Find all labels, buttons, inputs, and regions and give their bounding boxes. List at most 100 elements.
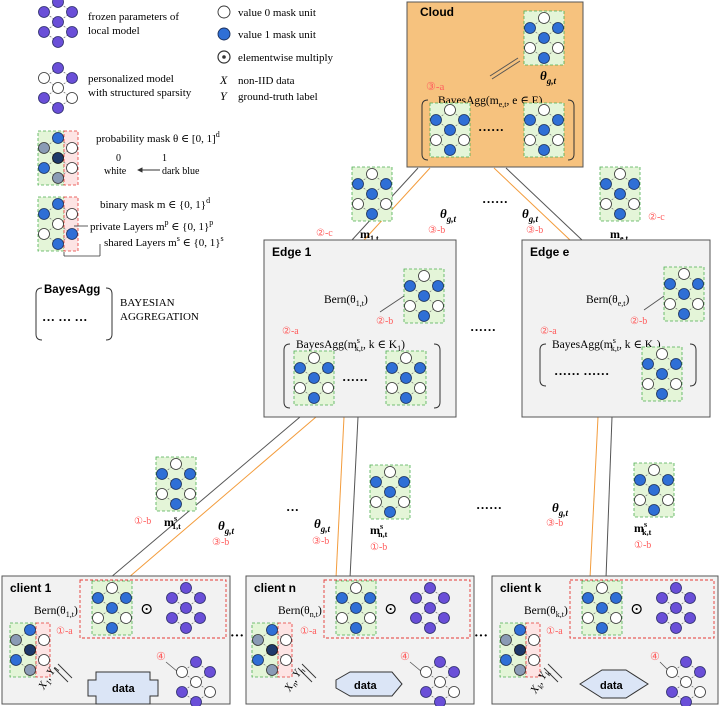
theta-right: θg,t [522, 206, 539, 224]
client-1-odot: ⊙ [140, 601, 153, 618]
step-2c-right: ②-c [648, 212, 665, 223]
legend-frozen-line1: frozen parameters of [88, 11, 179, 23]
legend-elementwise: elementwise multiply [238, 52, 334, 64]
value1-unit-icon [217, 27, 231, 41]
client-k-xy: Xk, Yk [528, 667, 554, 697]
step-2c-left: ②-c [316, 228, 333, 239]
client-1-title: client 1 [10, 581, 52, 595]
legend-value1: value 1 mask unit [238, 29, 316, 41]
edge-1-bern: Bern(θ1,t) [324, 294, 368, 308]
step-1b-clientn: ①-b [370, 542, 387, 553]
client-k-data-shape [579, 669, 649, 699]
theta-clientn: θg,t [314, 516, 331, 534]
edge-e-dots: ······ ······ [554, 366, 609, 381]
legend: frozen parameters of local model persona… [35, 0, 334, 341]
client-n-xy: Xn, Yn [282, 665, 308, 696]
cloud-title: Cloud [420, 5, 454, 19]
client-n-node: client n ⊙ Bern(θn,t) ①-a Xn, Yn data ④ [245, 575, 475, 706]
scale-1: 1 [162, 153, 167, 164]
client-k-data: data [600, 680, 624, 692]
frozen-model-icon [38, 0, 78, 48]
edge-1-step-2b: ②-b [376, 316, 393, 327]
edge-e-step-2a: ②-a [540, 326, 557, 337]
edge-e-step-2b: ②-b [630, 316, 647, 327]
client-1-step-4: ④ [156, 651, 166, 663]
clients-dots-1: ··· [286, 502, 299, 517]
probability-mask-icon [37, 130, 79, 186]
legend-binary-mask: binary mask m ∈ {0, 1}d [100, 196, 210, 211]
client-k-title: client k [500, 581, 542, 595]
theta-left: θg,t [440, 206, 457, 224]
step-3b-right: ③-b [526, 225, 543, 236]
clients-between-dots-2: ··· [474, 629, 488, 644]
legend-personalized-line2: with structured sparsity [88, 87, 192, 99]
step-1b-client1: ①-b [134, 516, 151, 527]
legend-bayesian-line1: BAYESIAN [120, 297, 175, 309]
cloud-dots: ······ [478, 122, 504, 137]
cloud-edge-dots: ······ [482, 194, 508, 209]
client-n-title: client n [254, 581, 296, 595]
legend-prob-mask: probability mask θ ∈ [0, 1]d [96, 130, 220, 145]
step-3b-client1: ③-b [212, 537, 229, 548]
legend-personalized-line1: personalized model [88, 73, 174, 85]
client-n-data: data [354, 680, 378, 692]
client-n-odot: ⊙ [384, 601, 397, 618]
step-3b-clientn: ③-b [312, 536, 329, 547]
edge-e-bern: Bern(θe,t) [586, 294, 629, 308]
edges-between-dots: ······ [470, 322, 496, 337]
bayesagg-legend-icon: BayesAgg ··· ··· ··· [35, 284, 113, 341]
client-k-step-1a: ①-a [546, 626, 563, 637]
legend-value0: value 0 mask unit [238, 7, 316, 19]
bayesagg-legend-dots: ··· ··· ··· [42, 312, 88, 327]
legend-bayesian-line2: AGGREGATION [120, 311, 199, 323]
client-n-step-4: ④ [400, 651, 410, 663]
cloud-edge-labels: ②-c m1,t θg,t ③-b ······ θg,t ③-b me,t ②… [316, 166, 665, 243]
personalized-model-icon [38, 62, 78, 114]
client-k-bern: Bern(θk,t) [524, 605, 568, 619]
value0-unit-icon [217, 5, 231, 19]
connection-lines [109, 167, 613, 579]
legend-private-layers: private Layers mp ∈ {0, 1}p [90, 218, 213, 233]
client-n-bern: Bern(θn,t) [278, 605, 322, 619]
cloud-theta: θg,t [540, 68, 557, 86]
step-3b-clientk: ③-b [546, 518, 563, 529]
client-1-step-1a: ①-a [56, 626, 73, 637]
binary-mask-icon [37, 196, 79, 252]
legend-frozen-line2: local model [88, 25, 140, 37]
met-label: me,t [610, 227, 629, 243]
client-1-data-shape [87, 671, 159, 705]
m1t-label: m1,t [360, 227, 379, 243]
client-k-odot: ⊙ [630, 601, 643, 618]
edge-1-dots: ······ [342, 372, 368, 387]
scale-0: 0 [116, 153, 121, 164]
legend-x-symbol: X [219, 73, 228, 87]
legend-x-desc: non-IID data [238, 75, 295, 87]
edge-1-title: Edge 1 [272, 245, 312, 259]
edge-1-step-2a: ②-a [282, 326, 299, 337]
legend-shared-layers: shared Layers ms ∈ {0, 1}s [104, 234, 224, 249]
legend-y-symbol: Y [220, 89, 228, 103]
clients-between-dots-1: ··· [230, 629, 244, 644]
client-1-data: data [112, 683, 136, 695]
legend-y-desc: ground-truth label [238, 91, 318, 103]
cloud-node: Cloud θg,t ③-a BayesAgg(me,t, e ∈ E) ···… [406, 1, 584, 168]
client-1-node: client 1 ⊙ Bern(θ1,t) ①-a X1, Y1 data ④ [1, 575, 231, 706]
edge-e-title: Edge e [530, 245, 570, 259]
theta-clientk: θg,t [552, 500, 569, 518]
client-k-step-4: ④ [650, 651, 660, 663]
scale-white: white [104, 166, 127, 177]
client-n-data-shape [335, 671, 403, 697]
client-1-bern: Bern(θ1,t) [34, 605, 78, 619]
step-3a: ③-a [426, 81, 445, 93]
clients-dots-2: ······ [476, 500, 502, 515]
client-n-step-1a: ①-a [300, 626, 317, 637]
scale-dark: dark blue [162, 166, 200, 177]
